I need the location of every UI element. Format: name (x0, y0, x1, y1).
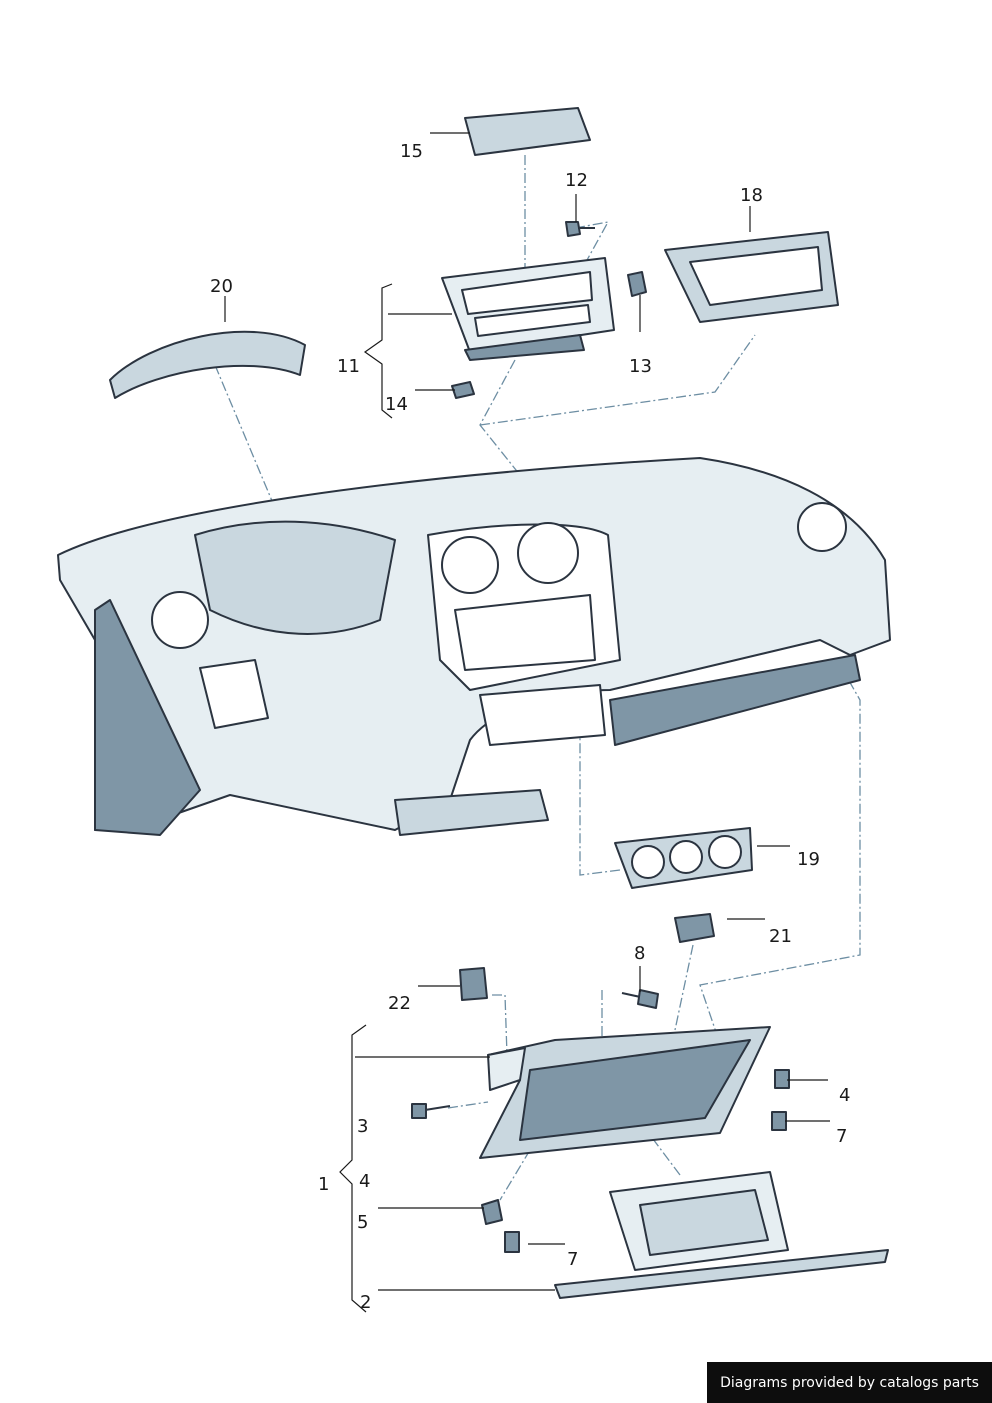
callout-19: 19 (797, 849, 820, 870)
fastener-part-7a (771, 1111, 787, 1131)
assembly-bracket-11 (363, 283, 393, 419)
callout-11: 11 (337, 356, 360, 377)
callout-1: 1 (318, 1174, 330, 1195)
fastener-part-7b (504, 1231, 520, 1253)
clip-part-13 (627, 271, 647, 297)
callout-8: 8 (634, 943, 646, 964)
credit-banner: Diagrams provided by catalogs parts (707, 1362, 992, 1403)
screw-part (565, 221, 595, 237)
callout-4-left: 4 (359, 1171, 371, 1192)
callout-15: 15 (400, 141, 423, 162)
callout-7-right: 7 (836, 1126, 848, 1147)
callout-13: 13 (629, 356, 652, 377)
clip-part-14 (451, 381, 475, 399)
callout-20: 20 (210, 276, 233, 297)
dashboard-panel-part (57, 457, 891, 836)
callout-7-bottom: 7 (567, 1249, 579, 1270)
display-cover-part (464, 107, 591, 156)
callout-12: 12 (565, 170, 588, 191)
glove-box-housing-part (479, 1026, 771, 1159)
center-bezel-part (441, 257, 615, 361)
instrument-cover-part (109, 330, 306, 399)
glove-box-bin-part (554, 1171, 889, 1299)
callout-21: 21 (769, 926, 792, 947)
fastener-part-5 (481, 1199, 503, 1225)
assembly-bracket-1 (339, 1024, 367, 1313)
callout-4-right: 4 (839, 1085, 851, 1106)
screw-part-3 (411, 1103, 451, 1119)
callout-5: 5 (357, 1212, 369, 1233)
climate-panel-part (614, 827, 753, 889)
callout-2: 2 (360, 1292, 372, 1313)
callout-22: 22 (388, 993, 411, 1014)
callout-3: 3 (357, 1116, 369, 1137)
callout-18: 18 (740, 185, 763, 206)
trim-frame-part (664, 231, 839, 323)
bolt-part-8 (621, 989, 659, 1009)
leader-lines (224, 132, 830, 1291)
switch-part (459, 967, 488, 1001)
fastener-part-4 (774, 1069, 790, 1089)
sensor-part (674, 913, 715, 943)
callout-14: 14 (385, 394, 408, 415)
